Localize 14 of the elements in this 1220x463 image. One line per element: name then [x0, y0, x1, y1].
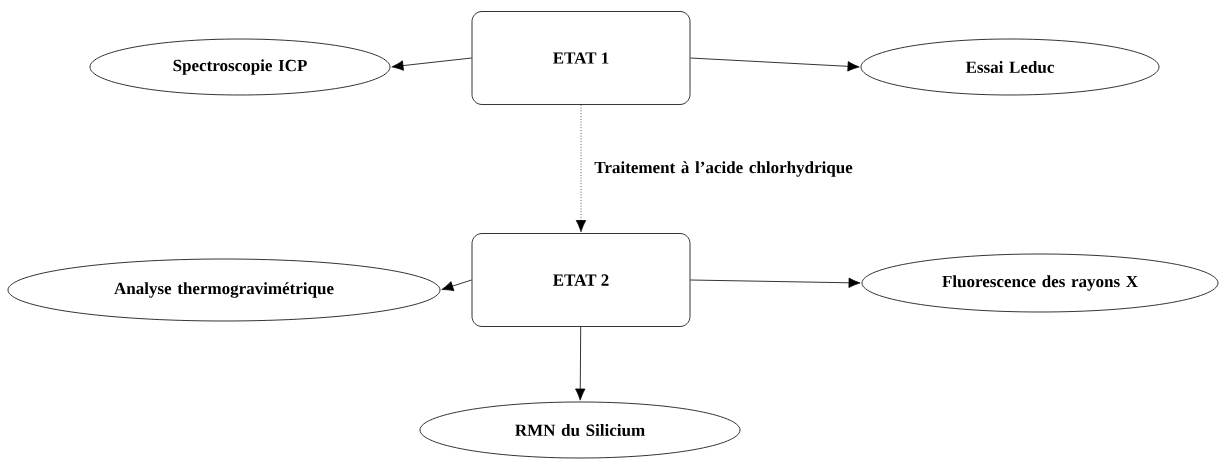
ellipse-node: Spectroscopie ICP	[89, 38, 391, 96]
arrow	[575, 104, 587, 233]
edge-label: Traitement à l’acide chlorhydrique	[594, 161, 853, 177]
arrow	[690, 277, 861, 288]
ellipse-node: Analyse thermogravimétrique	[7, 258, 441, 322]
ellipse-node: Fluorescence des rayons X	[861, 253, 1219, 313]
state-box: ETAT 2	[471, 233, 691, 327]
arrow	[575, 326, 586, 401]
ellipse-node: RMN du Silicium	[419, 401, 741, 459]
ellipse-node: Essai Leduc	[860, 38, 1160, 96]
arrow	[441, 279, 472, 292]
arrow	[391, 57, 472, 71]
arrow	[690, 57, 860, 72]
state-box: ETAT 1	[471, 11, 691, 105]
